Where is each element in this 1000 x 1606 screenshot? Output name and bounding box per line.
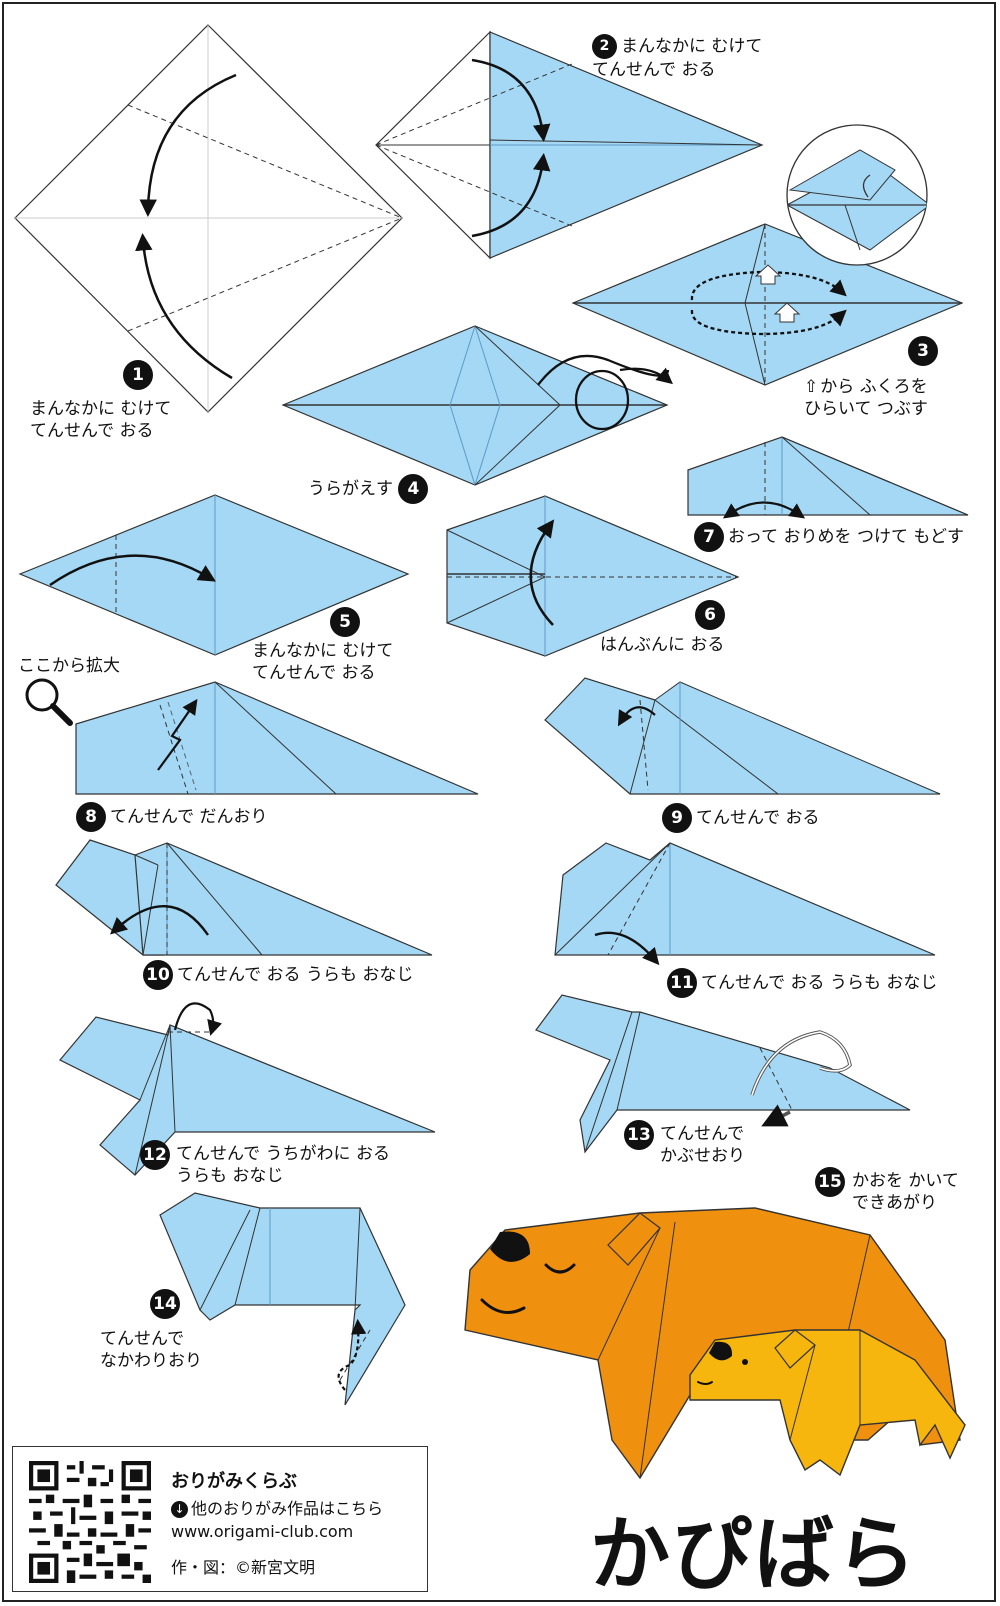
step4-diagram: [281, 325, 673, 486]
step-15-text: かおを かいて できあがり: [852, 1171, 959, 1213]
step-2-number: 2: [592, 34, 617, 59]
step-15-number: 15: [815, 1167, 845, 1197]
step-5-text: まんなかに むけて てんせんで おる: [252, 641, 394, 683]
up-outline-arrow-icon: ⇧: [804, 377, 819, 397]
step6-diagram: [446, 495, 740, 657]
step-10-number: 10: [143, 960, 173, 990]
step-9-text: てんせんで おる: [696, 808, 820, 828]
magnifier-icon: [25, 678, 73, 726]
step-4-label: うらがえす 4: [308, 474, 432, 504]
step5-diagram: [18, 494, 410, 656]
step-14-number: 14: [150, 1289, 180, 1319]
step-7-text: おって おりめを つけて もどす: [728, 527, 965, 547]
step3-diagram: [571, 124, 964, 386]
step-2-text: まんなかに むけて てんせんで おる: [592, 36, 763, 81]
step-9-number: 9: [662, 803, 692, 833]
step-4-text: うらがえす: [308, 479, 393, 499]
credit-text: 作・図：©新宮文明: [171, 1558, 316, 1577]
zoom-note: ここから拡大: [18, 656, 120, 676]
step1-diagram: [14, 24, 403, 413]
footer-box: おりがみくらぶ ↓他のおりがみ作品はこちら www.origami-club.c…: [12, 1446, 428, 1592]
step14-diagram: [159, 1192, 406, 1406]
step-14-text: てんせんで なかわりおり: [100, 1329, 202, 1371]
step-11-number: 11: [667, 968, 697, 998]
step13-diagram: [535, 994, 911, 1154]
step-11-text: てんせんで おる うらも おなじ: [701, 973, 938, 993]
step-3-number: 3: [908, 336, 938, 366]
step-4-number: 4: [398, 474, 429, 504]
step-5-number: 5: [330, 607, 360, 637]
step11-diagram: [554, 842, 936, 966]
step-13-text: てんせんで かぶせおり: [660, 1124, 745, 1166]
step-13-number: 13: [624, 1120, 654, 1150]
step2-diagram: [375, 30, 764, 260]
step-1-text: まんなかに むけて てんせんで おる: [30, 399, 172, 441]
step10-diagram: [55, 839, 433, 956]
step9-diagram: [544, 677, 941, 795]
step-7-number: 7: [694, 522, 724, 552]
step-6-text: はんぶんに おる: [600, 635, 725, 655]
step-6-number: 6: [695, 600, 725, 630]
step-12-text: てんせんで うちがわに おる うらも おなじ: [176, 1144, 390, 1186]
step-8-number: 8: [76, 802, 106, 832]
step-3-text: から ふくろを ひらいて つぶす: [804, 377, 928, 419]
qr-code-icon[interactable]: [29, 1461, 151, 1583]
club-name: おりがみくらぶ: [171, 1471, 297, 1492]
down-arrow-icon: ↓: [171, 1501, 188, 1518]
page-title: かぴばら: [590, 1508, 918, 1601]
step-3-text-block: ⇧から ふくろを ひらいて つぶす: [804, 376, 928, 420]
step-12-number: 12: [140, 1140, 170, 1170]
step-8-text: てんせんで だんおり: [110, 807, 268, 827]
step-10-text: てんせんで おる うらも おなじ: [177, 965, 414, 985]
site-url-link[interactable]: www.origami-club.com: [171, 1522, 354, 1541]
more-works-link[interactable]: ↓他のおりがみ作品はこちら: [171, 1495, 383, 1519]
more-works-link-text: 他のおりがみ作品はこちら: [191, 1499, 384, 1518]
step-1-number: 1: [123, 360, 153, 390]
capybara-small: [689, 1329, 966, 1477]
step7-diagram: [687, 436, 969, 519]
step8-diagram: [75, 681, 479, 795]
